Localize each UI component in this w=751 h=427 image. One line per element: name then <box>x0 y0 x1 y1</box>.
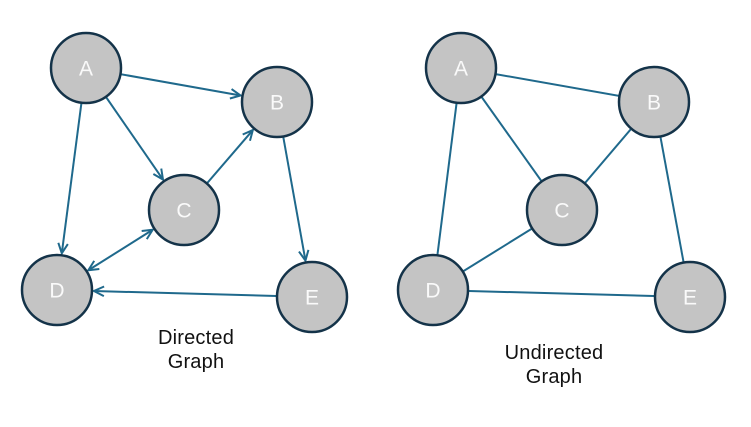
node-directed-B <box>240 65 314 139</box>
directed-graph-caption: Directed Graph <box>158 326 234 374</box>
node-label-undirected-D: D <box>425 280 440 303</box>
caption-line: Directed <box>157 327 235 349</box>
node-label-directed-A: A <box>79 58 93 81</box>
directed-nodes: A B C D E <box>20 31 349 334</box>
caption-line: Undirected <box>504 342 604 364</box>
node-directed-C <box>147 173 221 247</box>
node-label-undirected-C: C <box>554 200 569 223</box>
node-directed-E <box>275 260 349 334</box>
edge-directed-C-D <box>88 230 152 271</box>
node-undirected-A <box>424 31 498 105</box>
node-undirected-B <box>617 65 691 139</box>
node-undirected-D <box>396 253 470 327</box>
node-label-undirected-B: B <box>647 92 661 115</box>
node-label-directed-D: D <box>49 280 64 303</box>
node-undirected-C <box>525 173 599 247</box>
edge-directed-E-D <box>94 291 313 298</box>
edge-undirected-E-D <box>432 289 691 298</box>
node-directed-A <box>49 31 123 105</box>
edge-undirected-A-D <box>432 67 462 291</box>
node-label-undirected-E: E <box>683 287 697 310</box>
node-label-undirected-A: A <box>454 58 468 81</box>
node-label-directed-E: E <box>305 287 319 310</box>
caption-line: Graph <box>525 366 583 388</box>
caption-line: Graph <box>167 351 225 373</box>
node-undirected-E <box>653 260 727 334</box>
undirected-nodes: A B C D E <box>396 31 727 334</box>
node-directed-D <box>20 253 94 327</box>
undirected-graph-caption: Undirected Graph <box>505 341 604 389</box>
node-label-directed-C: C <box>176 200 191 223</box>
node-label-directed-B: B <box>270 92 284 115</box>
